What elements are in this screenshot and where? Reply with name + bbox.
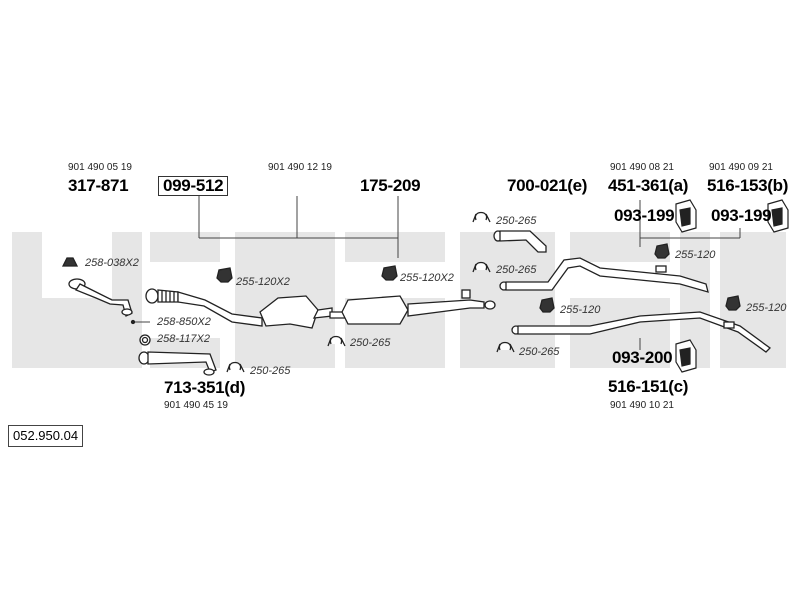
- hw-250-265-c-label: 250-265: [496, 215, 537, 227]
- connector-oe: 901 490 12 19: [268, 162, 332, 173]
- mount-c-part-no[interactable]: 093-200: [612, 348, 673, 367]
- rear-pipe-b-part-no[interactable]: 516-153(b): [707, 176, 789, 195]
- rear-pipe-c-part-no[interactable]: 516-151(c): [608, 377, 689, 396]
- hw-250-265-b-label: 250-265: [350, 337, 391, 349]
- tail-pipe-drawing: [493, 230, 547, 253]
- hw-258-038-label: 258-038X2: [85, 257, 139, 269]
- rear-pipe-a-drawing: [499, 257, 709, 293]
- tail-pipe-part-no[interactable]: 700-021(e): [507, 176, 588, 195]
- hw-250-265-d-label: 250-265: [496, 264, 537, 276]
- hw-250-265-e-label: 250-265: [519, 346, 560, 358]
- hw-255-120x2-b-label: 255-120X2: [400, 272, 454, 284]
- downpipe-drawing: [138, 351, 217, 376]
- downpipe-oe: 901 490 45 19: [164, 400, 228, 411]
- connector-drawing: [145, 288, 263, 327]
- middle-silencer-drawing: [329, 289, 496, 325]
- mount-drawings: [675, 199, 789, 373]
- rear-pipe-b-oe: 901 490 09 21: [709, 162, 773, 173]
- connector-part-no[interactable]: 099-512: [158, 176, 229, 196]
- diagram-id: 052.950.04: [8, 425, 84, 447]
- middle-silencer-part-no[interactable]: 175-209: [360, 176, 421, 195]
- downpipe-part-no[interactable]: 713-351(d): [164, 378, 246, 397]
- catalyst-drawing: [259, 295, 333, 329]
- hw-255-120-c-label: 255-120: [746, 302, 787, 314]
- hw-258-117-label: 258-117X2: [157, 333, 211, 345]
- leader-lines: [133, 196, 741, 350]
- hardware-icons: [61, 211, 741, 373]
- hw-250-265-a-label: 250-265: [250, 365, 291, 377]
- mount-b-part-no[interactable]: 093-199: [711, 206, 772, 225]
- hw-255-120x2-a-label: 255-120X2: [236, 276, 290, 288]
- front-pipe-drawing: [68, 278, 133, 317]
- hw-255-120-b-label: 255-120: [675, 249, 716, 261]
- front-pipe-part-no[interactable]: 317-871: [68, 176, 129, 195]
- hw-258-850-label: 258-850X2: [157, 316, 211, 328]
- rear-pipe-c-drawing: [511, 311, 771, 353]
- rear-pipe-c-oe: 901 490 10 21: [610, 400, 674, 411]
- front-pipe-oe: 901 490 05 19: [68, 162, 132, 173]
- rear-pipe-a-oe: 901 490 08 21: [610, 162, 674, 173]
- mount-a-part-no[interactable]: 093-199: [614, 206, 675, 225]
- hw-255-120-a-label: 255-120: [560, 304, 601, 316]
- rear-pipe-a-part-no[interactable]: 451-361(a): [608, 176, 689, 195]
